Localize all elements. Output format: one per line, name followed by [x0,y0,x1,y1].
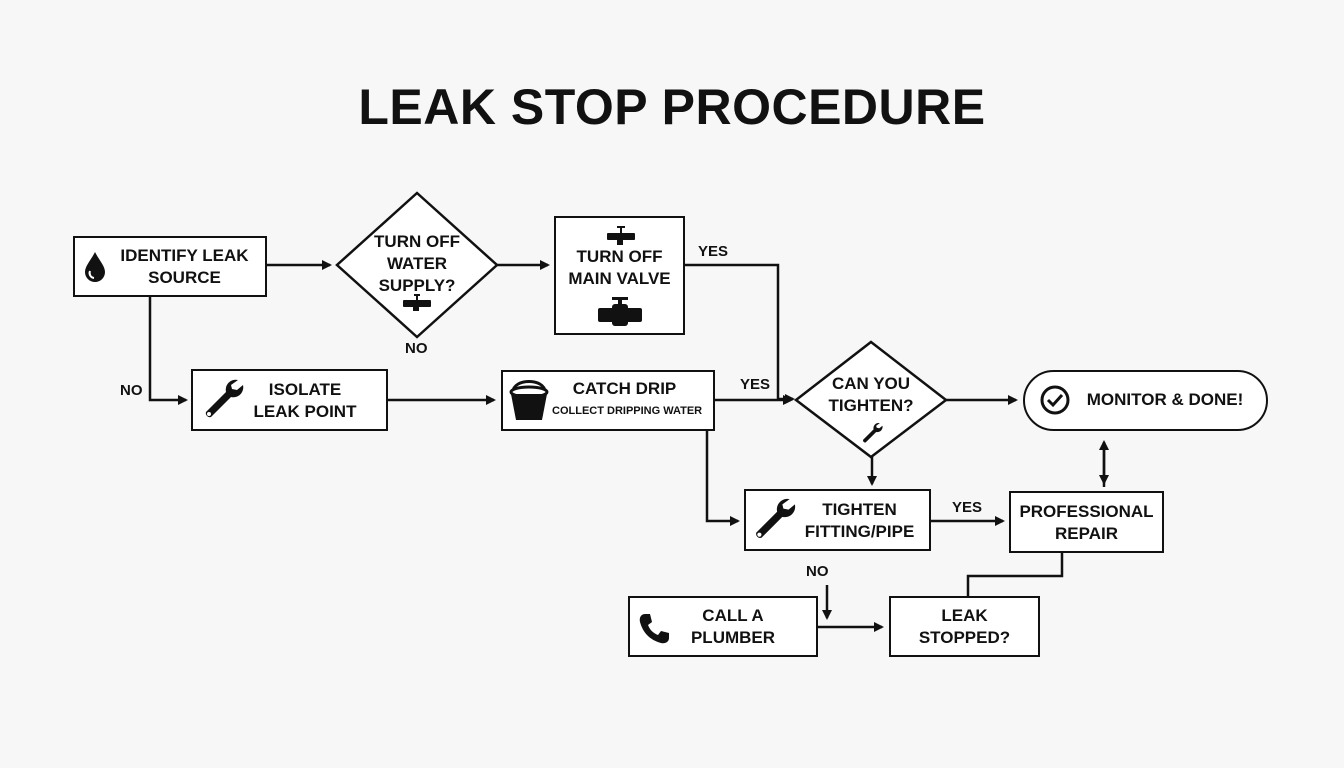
label-leak-stopped: LEAK STOPPED? [918,606,1011,647]
wrench-icon-tighten [756,498,796,538]
label-tighten-fitting: TIGHTEN FITTING/PIPE [804,500,915,541]
faucet-icon [403,294,431,311]
label-can-tighten: CAN YOU TIGHTEN? [828,374,914,415]
phone-icon [639,614,669,644]
node-leak-stopped [889,596,1040,657]
label-identify-leak: IDENTIFY LEAK SOURCE [120,246,249,287]
decision-can-tighten [793,340,949,459]
label-catch-drip-sub: COLLECT DRIPPING WATER [552,405,703,417]
water-drop-icon [85,252,105,282]
label-monitor-done: MONITOR & DONE! [1086,390,1244,409]
decision-turn-off-supply [335,191,499,339]
label-professional-repair: PROFESSIONAL REPAIR [1019,502,1154,543]
wrench-icon-isolate [205,379,244,418]
diagram-title: LEAK STOP PROCEDURE [358,79,986,135]
check-circle-icon [1040,385,1070,415]
edge-identify-to-isolate [148,297,188,405]
label-turn-off-supply: TURN OFF WATER SUPPLY? [374,232,460,295]
edge-label-yes-tighten: YES [952,499,983,516]
bucket-icon [509,380,549,420]
wrench-icon-decision [863,422,883,443]
node-monitor-done [1023,370,1268,431]
node-identify-leak [73,236,267,297]
label-turn-off-main-valve: TURN OFF MAIN VALVE [568,247,671,288]
edge-label-yes-main: YES [698,243,729,260]
label-call-plumber: CALL A PLUMBER [690,606,776,647]
label-catch-drip: CATCH DRIP [572,379,677,398]
edge-label-no-plumber: NO [806,563,829,580]
edge-label-no-identify: NO [120,382,143,399]
edge-label-yes-catch: YES [740,376,771,393]
label-isolate-leak: ISOLATE LEAK POINT [253,380,357,421]
node-call-plumber [628,596,818,657]
edge-professional-to-leak-stopped [966,553,1064,596]
edge-catch-to-tighten [705,431,740,526]
node-professional-repair [1009,491,1164,553]
valve-icon [598,297,642,326]
edge-label-no-supply: NO [405,340,428,357]
faucet-icon-main [607,226,635,245]
